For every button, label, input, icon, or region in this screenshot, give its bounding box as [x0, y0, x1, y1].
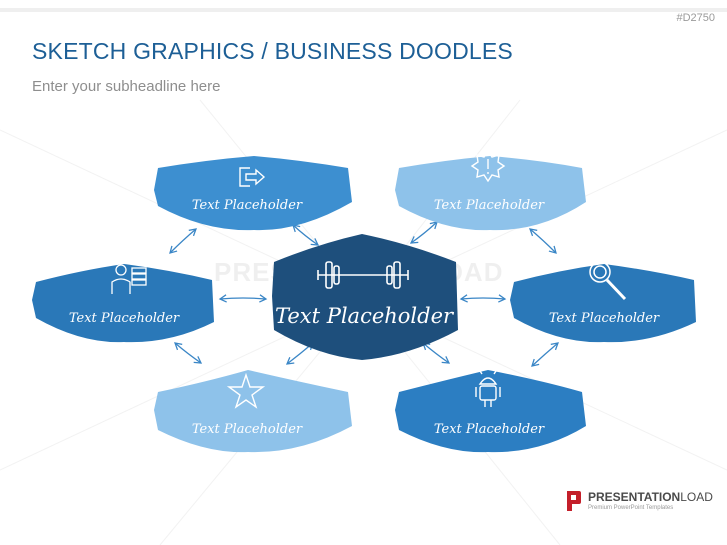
- node-shape: [154, 370, 352, 453]
- logo-tagline: Premium PowerPoint Templates: [588, 505, 674, 511]
- node-right[interactable]: Text Placeholder: [510, 261, 696, 343]
- node-label: Text Placeholder: [69, 311, 180, 326]
- page-title: SKETCH GRAPHICS / BUSINESS DOODLES: [32, 38, 513, 64]
- logo-name: PRESENTATIONLOAD: [588, 490, 713, 504]
- arrow-topleft-left: [169, 228, 197, 254]
- node-top-left[interactable]: Text Placeholder: [154, 156, 352, 231]
- magnifier-icon: [589, 261, 627, 301]
- logo-mark-icon: [567, 491, 581, 511]
- android-icon: [475, 370, 501, 407]
- presentationload-logo: PRESENTATIONLOAD Premium PowerPoint Temp…: [566, 490, 713, 512]
- alert-badge-icon: [470, 149, 506, 183]
- arrow-center-topleft: [292, 224, 320, 246]
- node-label: Text Placeholder: [192, 422, 303, 437]
- node-shape: [154, 156, 352, 231]
- arrow-center-right: [459, 294, 507, 303]
- node-label: Text Placeholder: [549, 311, 660, 326]
- node-shape: [395, 156, 586, 231]
- arrow-center-bottomright: [422, 342, 451, 364]
- exit-door-icon: [239, 167, 266, 187]
- node-label: Text Placeholder: [434, 422, 545, 437]
- node-shape: [272, 234, 458, 360]
- node-bottom-right[interactable]: Text Placeholder: [395, 370, 586, 453]
- node-shape: [510, 264, 696, 343]
- arrow-left-bottomleft: [174, 342, 203, 364]
- node-left[interactable]: Text Placeholder: [32, 264, 214, 343]
- barbell-icon: [317, 261, 409, 289]
- node-center[interactable]: Text Placeholder: [272, 234, 458, 360]
- node-label: Text Placeholder: [434, 198, 545, 213]
- node-bottom-left[interactable]: Text Placeholder: [154, 370, 352, 453]
- node-top-right[interactable]: Text Placeholder: [395, 149, 586, 231]
- node-label: Text Placeholder: [192, 198, 303, 213]
- page-subtitle: Enter your subheadline here: [32, 78, 221, 95]
- node-shape: [395, 370, 586, 453]
- arrow-center-topright: [409, 221, 438, 244]
- star-icon: [226, 372, 266, 409]
- node-shape: [32, 264, 214, 343]
- center-label: Text Placeholder: [275, 304, 455, 328]
- arrow-center-left: [218, 294, 268, 303]
- arrow-right-bottomright: [531, 342, 559, 367]
- person-desk-icon: [111, 264, 147, 294]
- arrow-topright-right: [529, 228, 557, 254]
- slide-code: #D2750: [676, 12, 715, 24]
- top-divider: [0, 8, 727, 12]
